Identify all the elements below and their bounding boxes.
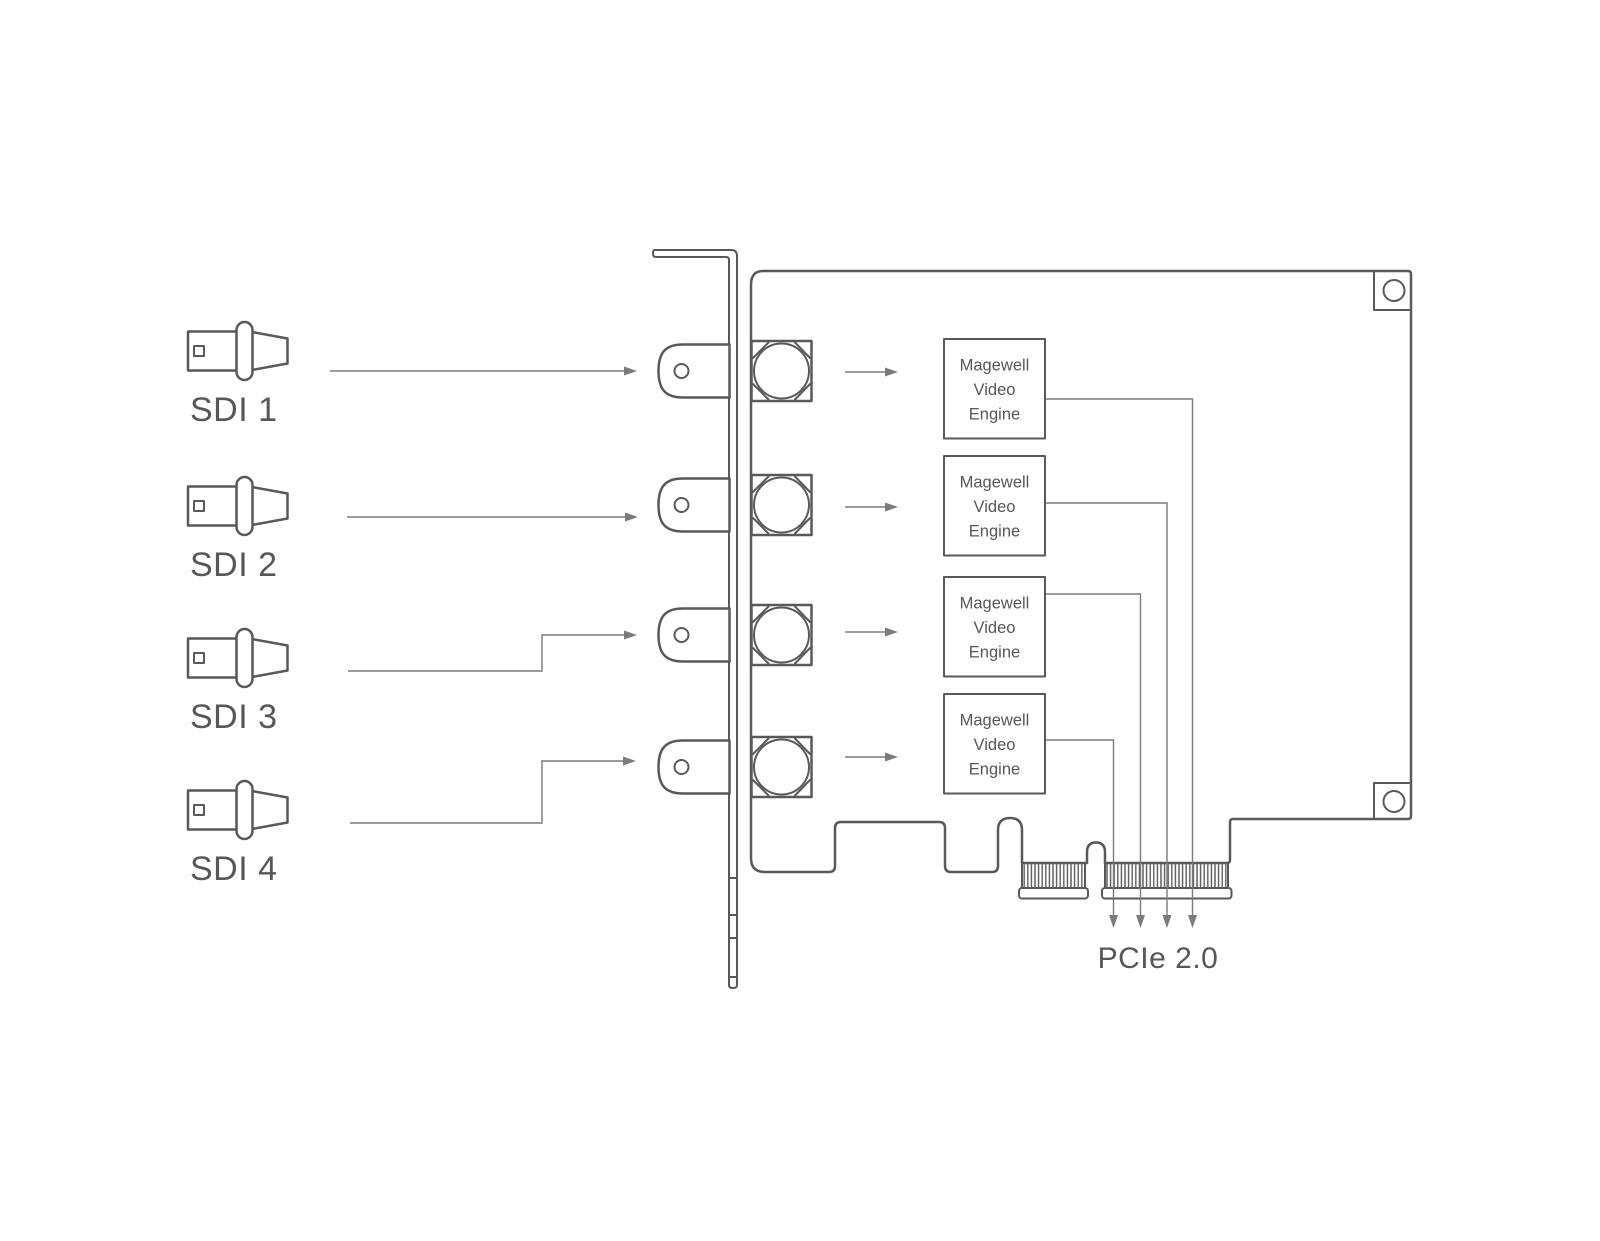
pcie-edge-connector: [1018, 862, 1233, 900]
sdi-label-1: SDI 1: [190, 391, 278, 429]
bnc-body-circle-3: [753, 606, 810, 664]
sdi-plug-icon-2: [186, 475, 289, 537]
video-engine-text-4-line3: Engine: [969, 761, 1020, 779]
video-engine-box-3: [943, 576, 1046, 678]
signal-line-4: [350, 760, 623, 824]
video-engine-box-2: [943, 455, 1046, 557]
sdi-plug-pin-4: [193, 804, 205, 816]
row-sdi-1: SDI 1 Magewell Video Engine: [186, 320, 1197, 928]
bnc-nose-hole-1: [673, 363, 690, 379]
mounting-bracket: [652, 249, 738, 989]
video-engine-text-1-line2: Video: [974, 381, 1016, 399]
engine-to-pcie-arrowhead-3: [1136, 915, 1145, 928]
sdi-plug-ring-4: [235, 779, 254, 841]
sdi-plug-nozzle-4: [250, 789, 289, 831]
bnc-body-chamfers-4: [752, 737, 811, 797]
screw-hole-bottom-frame: [1373, 782, 1411, 819]
sdi-plug-pin-1: [193, 345, 205, 357]
bnc-to-engine-arrowhead-4: [885, 752, 898, 762]
sdi-plug-body-3: [186, 637, 246, 679]
bnc-nose-hole-2: [673, 497, 690, 513]
bnc-nose-3: [657, 607, 731, 663]
bnc-nose-4: [657, 739, 731, 795]
sdi-plug-icon-4: [186, 779, 289, 841]
bnc-jack-1: [657, 339, 813, 403]
bnc-body-chamfers-1: [752, 341, 811, 401]
sdi-plug-ring-1: [235, 320, 254, 382]
video-engine-text-4-line2: Video: [974, 736, 1016, 754]
sdi-label-4: SDI 4: [190, 850, 278, 888]
bracket-outline: [652, 249, 738, 989]
sdi-plug-pin-3: [193, 652, 205, 664]
sdi-plug-icon-1: [186, 320, 289, 382]
signal-arrowhead-4: [623, 756, 636, 766]
video-engine-text-1-line3: Engine: [969, 406, 1020, 424]
sdi-plug-body-2: [186, 485, 246, 527]
video-engine-text-2-line3: Engine: [969, 523, 1020, 541]
pcb-card: [749, 269, 1413, 900]
sdi-plug-ring-2: [235, 475, 254, 537]
engine-to-pcie-line-2: [1046, 502, 1168, 915]
pcie-bus-label: PCIe 2.0: [1098, 942, 1219, 975]
bnc-jack-2: [657, 473, 813, 537]
bnc-nose-hole-3: [673, 627, 690, 643]
bnc-nose-1: [657, 343, 731, 399]
video-engine-text-2-line1: Magewell: [960, 474, 1030, 492]
bnc-body-circle-4: [753, 738, 810, 796]
bnc-body-chamfers-2: [752, 475, 811, 535]
sdi-plug-nozzle-1: [250, 330, 289, 372]
engine-to-pcie-line-4: [1046, 739, 1115, 915]
engine-to-pcie-arrowhead-1: [1188, 915, 1197, 928]
sdi-label-3: SDI 3: [190, 698, 278, 736]
screw-hole-top-frame: [1373, 271, 1411, 311]
screw-hole-bottom-circle: [1382, 790, 1406, 813]
pcb-outline: [749, 269, 1413, 874]
engine-to-pcie-arrowhead-4: [1109, 915, 1118, 928]
screw-hole-bottom-right: [1373, 782, 1411, 819]
pcie-fingers-left: [1021, 862, 1086, 889]
sdi-plug-nozzle-3: [250, 637, 289, 679]
sdi-plug-icon-3: [186, 627, 289, 689]
video-engine-text-4-line1: Magewell: [960, 712, 1030, 730]
row-sdi-3: SDI 3 Magewell Video Engine: [186, 576, 1145, 928]
signal-arrowhead-3: [624, 630, 637, 640]
bnc-to-engine-arrowhead-3: [885, 627, 898, 637]
video-engine-box-1: [943, 338, 1046, 440]
bnc-to-engine-arrowhead-1: [885, 367, 898, 377]
video-engine-text-2-line2: Video: [974, 498, 1016, 516]
sdi-plug-nozzle-2: [250, 485, 289, 527]
video-engine-text-3-line1: Magewell: [960, 595, 1030, 613]
bnc-to-engine-arrowhead-2: [885, 502, 898, 512]
bnc-body-circle-1: [753, 342, 810, 400]
video-engine-text-3-line2: Video: [974, 619, 1016, 637]
video-engine-text-1-line1: Magewell: [960, 357, 1030, 375]
signal-line-3: [348, 634, 624, 672]
bnc-jack-4: [657, 735, 813, 799]
row-sdi-4: SDI 4 Magewell Video Engine: [186, 693, 1118, 928]
bnc-body-chamfers-3: [752, 605, 811, 665]
engine-to-pcie-line-3: [1046, 593, 1142, 915]
screw-hole-top-right: [1373, 271, 1411, 311]
sdi-label-2: SDI 2: [190, 546, 278, 584]
bnc-nose-hole-4: [673, 759, 690, 775]
video-engine-box-4: [943, 693, 1046, 795]
sdi-plug-ring-3: [235, 627, 254, 689]
pcie-fingers-left-base: [1018, 887, 1089, 900]
bnc-nose-2: [657, 477, 731, 533]
screw-hole-top-circle: [1382, 279, 1406, 302]
bnc-jack-3: [657, 603, 813, 667]
video-engine-text-3-line3: Engine: [969, 644, 1020, 662]
row-sdi-2: SDI 2 Magewell Video Engine: [186, 455, 1172, 928]
bnc-body-circle-2: [753, 476, 810, 534]
engine-to-pcie-arrowhead-2: [1162, 915, 1172, 928]
engine-to-pcie-line-1: [1046, 398, 1194, 915]
signal-arrowhead-2: [625, 512, 638, 522]
sdi-plug-pin-2: [193, 500, 205, 512]
signal-arrowhead-1: [624, 366, 637, 376]
